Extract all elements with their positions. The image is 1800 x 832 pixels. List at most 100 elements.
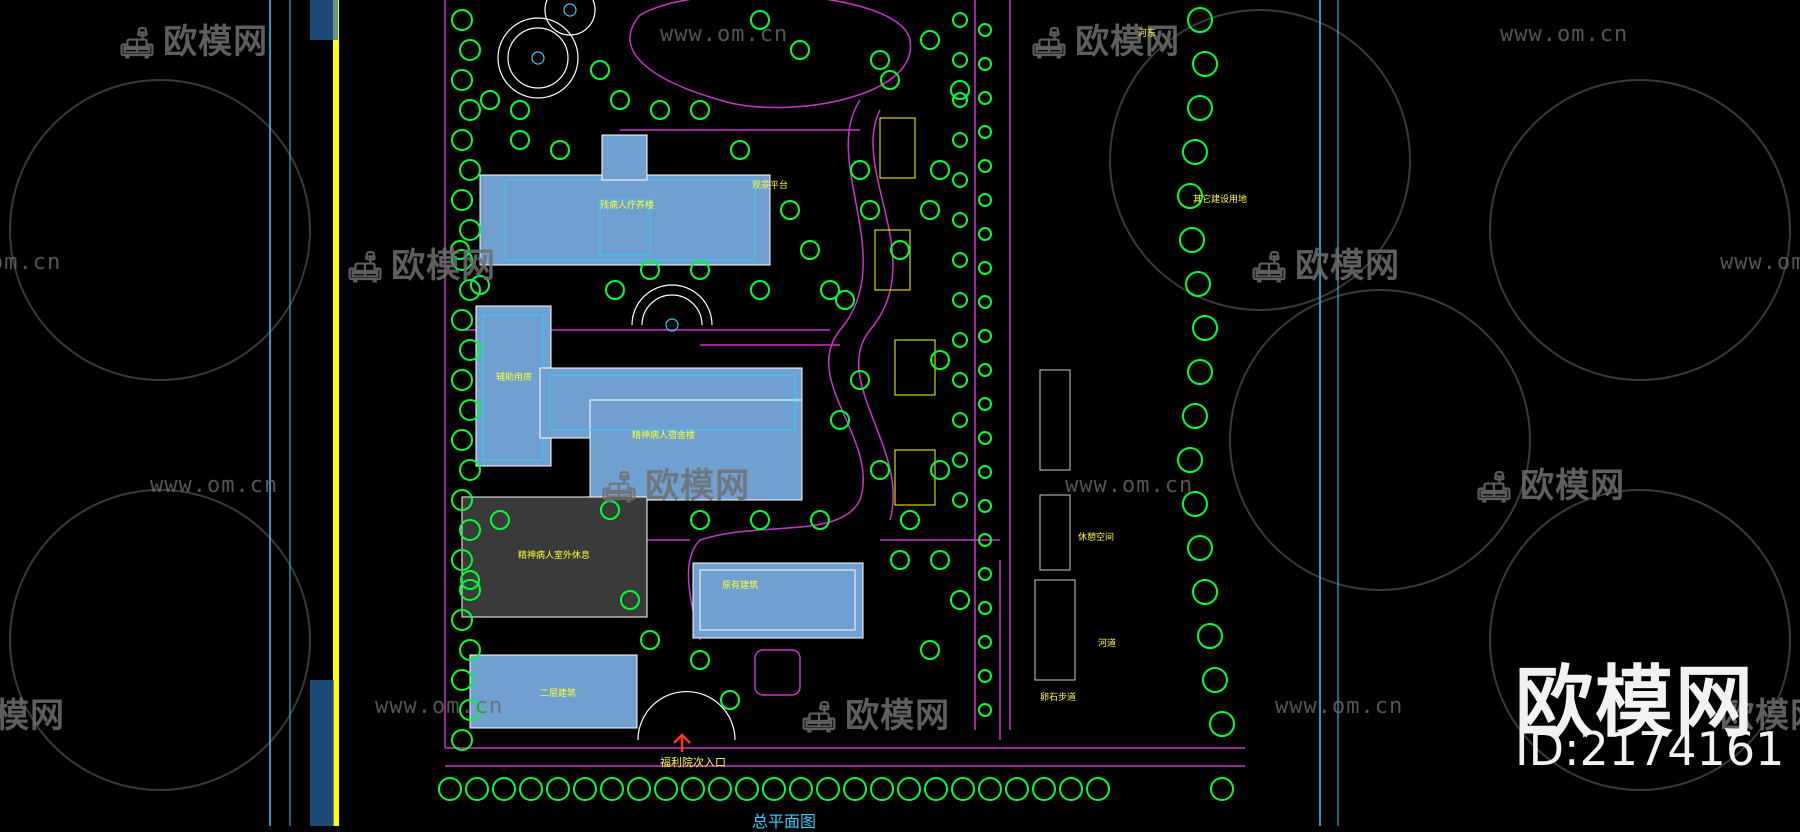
tree-icon xyxy=(1182,491,1208,517)
tree-icon xyxy=(451,189,473,211)
tree-icon xyxy=(816,777,840,801)
tree-icon xyxy=(952,132,968,148)
tree-icon xyxy=(460,570,480,590)
tree-icon xyxy=(451,309,473,331)
tree-icon xyxy=(950,590,970,610)
tree-icon xyxy=(978,261,992,275)
tree-icon xyxy=(897,777,921,801)
existing-building xyxy=(692,562,864,639)
label-river-top: 河东 xyxy=(1138,29,1157,39)
tree-icon xyxy=(762,777,786,801)
tree-icon xyxy=(1059,777,1083,801)
tree-icon xyxy=(451,249,473,271)
tree-icon xyxy=(459,459,481,481)
tree-icon xyxy=(735,777,759,801)
watermark-brand: 🛋欧模网 xyxy=(1250,246,1401,286)
tree-icon xyxy=(978,465,992,479)
tree-icon xyxy=(1086,777,1110,801)
tree-icon xyxy=(930,350,950,370)
tree-icon xyxy=(978,227,992,241)
watermark-brand: 🛋欧模网 xyxy=(800,696,951,736)
label-stone-path: 卵石步道 xyxy=(1040,693,1077,703)
sofa-icon: 🛋 xyxy=(1475,470,1515,505)
label-other-land: 其它建设用地 xyxy=(1193,195,1248,205)
label-aux-building: 辅助用房 xyxy=(496,373,533,383)
watermark-url: www.om.cn xyxy=(375,694,504,719)
tree-icon xyxy=(1197,623,1223,649)
tree-icon xyxy=(830,410,850,430)
tree-icon xyxy=(690,260,710,280)
tree-icon xyxy=(952,332,968,348)
tree-icon xyxy=(820,280,840,300)
tree-icon xyxy=(950,80,970,100)
tree-icon xyxy=(620,590,640,610)
watermark-url: om.cn xyxy=(0,250,62,275)
tree-icon xyxy=(900,510,920,530)
label-viewing-platform: 观景平台 xyxy=(752,181,789,191)
tree-icon xyxy=(451,489,473,511)
tree-icon xyxy=(690,510,710,530)
tree-icon xyxy=(590,60,610,80)
tree-icon xyxy=(1192,51,1218,77)
sofa-icon: 🛋 xyxy=(118,26,158,61)
tree-icon xyxy=(750,10,770,30)
tree-icon xyxy=(1187,7,1213,33)
tree-icon xyxy=(978,567,992,581)
watermark-brand: 🛋欧模网 xyxy=(118,22,269,62)
tree-icon xyxy=(730,140,750,160)
tree-icon xyxy=(459,99,481,121)
tree-icon xyxy=(1209,711,1235,737)
tree-icon xyxy=(952,252,968,268)
aux-building xyxy=(475,305,552,467)
tree-icon xyxy=(546,777,570,801)
watermark-brand: 🛋欧模网 xyxy=(1030,22,1181,62)
watermark-circles xyxy=(9,9,1791,791)
watermark-brand: 🛋欧模网 xyxy=(346,246,497,286)
tree-icon xyxy=(510,130,530,150)
tree-icon xyxy=(978,703,992,717)
tree-icon xyxy=(1192,579,1218,605)
tree-icon xyxy=(650,100,670,120)
label-two-storey: 二层建筑 xyxy=(540,689,577,699)
road-network xyxy=(444,0,1245,767)
tree-icon xyxy=(459,159,481,181)
tree-icon xyxy=(459,579,481,601)
tree-icon xyxy=(952,92,968,108)
tree-icon xyxy=(978,777,1002,801)
tree-icon xyxy=(920,640,940,660)
tree-icon xyxy=(930,160,950,180)
tree-icon xyxy=(870,460,890,480)
tree-icon xyxy=(860,200,880,220)
tree-icon xyxy=(451,9,473,31)
tree-icon xyxy=(870,777,894,801)
tree-icon xyxy=(459,279,481,301)
tree-icon xyxy=(930,460,950,480)
tree-icon xyxy=(1177,447,1203,473)
watermark-url: www.om.cn xyxy=(1720,250,1800,275)
tree-icon xyxy=(451,609,473,631)
tree-icon xyxy=(920,30,940,50)
tree-icon xyxy=(978,397,992,411)
tree-icon xyxy=(978,431,992,445)
tree-icon xyxy=(459,639,481,661)
tree-icon xyxy=(952,292,968,308)
watermark-url: www.om.cn xyxy=(150,473,279,498)
tree-icon xyxy=(920,200,940,220)
plan-title: 总平面图 xyxy=(752,812,817,831)
tree-icon xyxy=(1182,403,1208,429)
tree-icon xyxy=(810,510,830,530)
tree-icon xyxy=(600,500,620,520)
tree-canopy xyxy=(438,7,1235,801)
tree-icon xyxy=(978,23,992,37)
tree-icon xyxy=(924,777,948,801)
tree-icon xyxy=(952,212,968,228)
sofa-icon: 🛋 xyxy=(600,470,640,505)
watermark-url: www.om.cn xyxy=(1275,694,1404,719)
tree-icon xyxy=(550,140,570,160)
tree-icon xyxy=(978,601,992,615)
tree-icon xyxy=(1177,183,1203,209)
tree-icon xyxy=(952,12,968,28)
label-secondary-entrance: 福利院次入口 xyxy=(660,756,726,769)
tree-icon xyxy=(605,280,625,300)
